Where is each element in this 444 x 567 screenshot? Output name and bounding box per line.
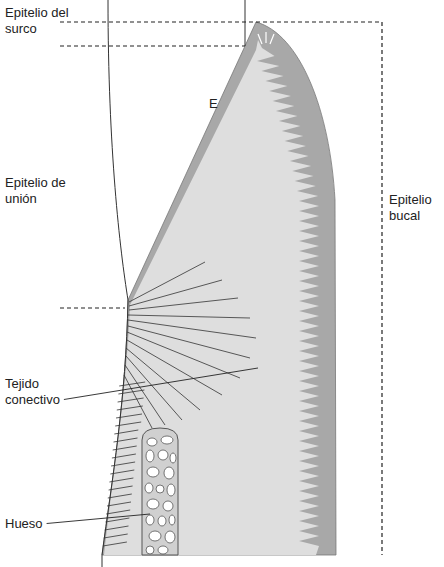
collagen-fiber <box>114 430 138 434</box>
gingiva-epithelium <box>102 22 336 555</box>
collagen-fiber <box>127 332 240 378</box>
collagen-fiber <box>103 542 127 546</box>
collagen-fiber <box>105 526 129 530</box>
connective-tissue <box>104 40 319 555</box>
collagen-fiber <box>107 502 131 506</box>
leader-line <box>47 514 150 524</box>
collagen-fiber <box>114 438 138 442</box>
leader-line <box>64 368 258 400</box>
collagen-fiber <box>117 406 143 410</box>
collagen-fiber <box>129 262 205 302</box>
collagen-fiber <box>128 315 250 318</box>
collagen-fiber <box>109 478 133 482</box>
collagen-fiber <box>108 494 132 498</box>
collagen-fiber <box>109 486 133 490</box>
collagen-fiber <box>113 446 137 450</box>
collagen-fiber <box>128 326 250 358</box>
collagen-fiber <box>106 510 130 514</box>
papilla-lines <box>258 32 274 44</box>
collagen-fiber <box>110 470 134 474</box>
part-label: Hueso <box>5 516 65 532</box>
collagen-fiber <box>118 390 144 394</box>
collagen-fiber <box>104 534 128 538</box>
collagen-fiber <box>112 454 136 458</box>
part-label: Epitelio bucal <box>389 192 441 224</box>
tooth-surface <box>102 0 128 567</box>
collagen-fiber <box>118 398 144 402</box>
collagen-fiber <box>111 462 135 466</box>
part-label: Tejido conectivo <box>5 376 77 408</box>
collagen-fiber <box>129 298 238 310</box>
alveolar-bone <box>142 428 178 555</box>
part-label: E <box>209 96 229 112</box>
collagen-fiber <box>119 382 145 386</box>
part-label: Epitelio del surco <box>5 5 77 37</box>
collagen-fiber <box>116 414 142 418</box>
enamel-surface <box>245 0 246 46</box>
collagen-fiber <box>115 422 141 426</box>
collagen-fibers <box>103 262 256 546</box>
collagen-fiber <box>129 280 222 306</box>
part-label: Epitelio de unión <box>5 175 77 207</box>
collagen-fiber <box>105 518 129 522</box>
limit-lines <box>60 22 382 555</box>
collagen-fiber <box>128 320 256 338</box>
